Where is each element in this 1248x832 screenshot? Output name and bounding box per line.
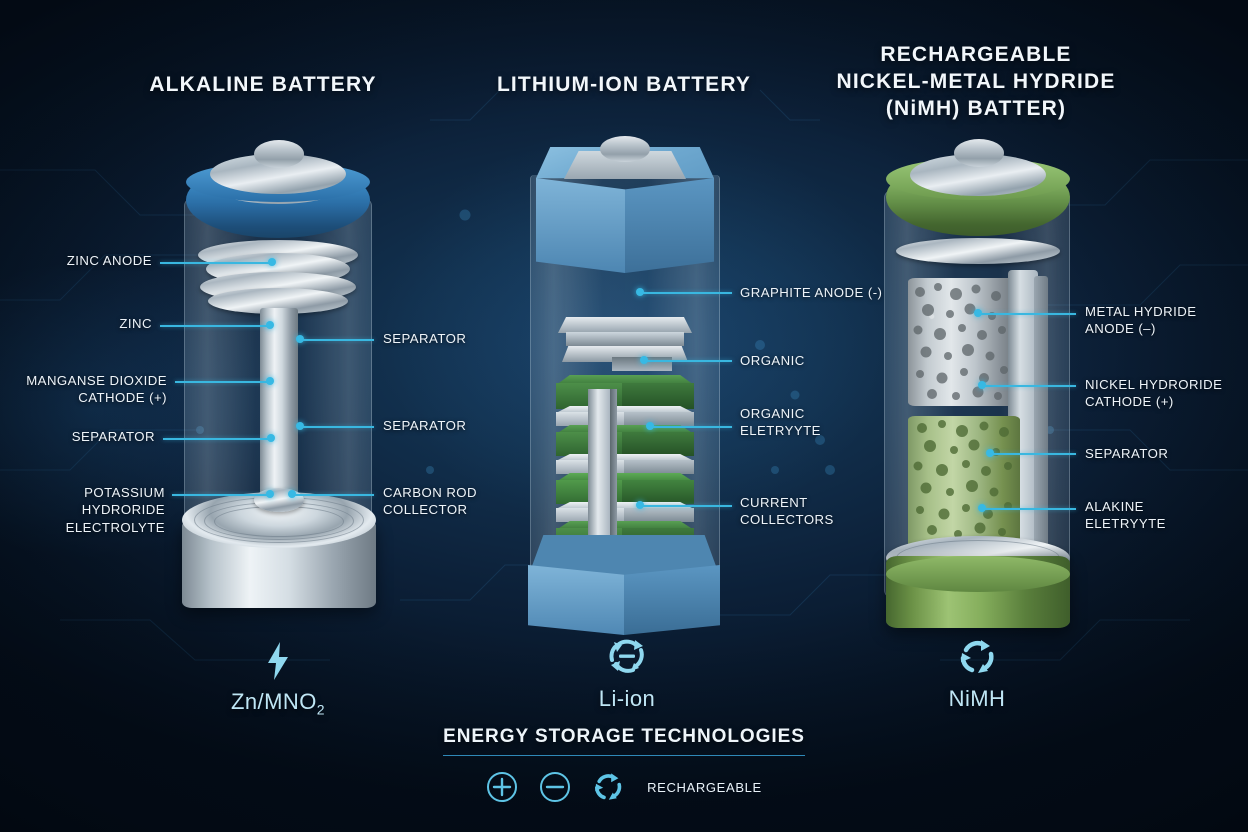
leader-alkaline-separator-left xyxy=(163,438,271,440)
leader-lithium-graphite-anode xyxy=(640,292,732,294)
recycle-icon-legend xyxy=(595,773,622,800)
column-title-lithium: LITHIUM-ION BATTERY xyxy=(496,73,752,96)
chem-label-lithium: Li-ion xyxy=(598,686,656,711)
leader-dot-lithium-current-collectors xyxy=(636,501,644,509)
legend: RECHARGEABLE xyxy=(0,771,1248,803)
column-title-nimh: RECHARGEABLE NICKEL-METAL HYDRIDE (NiMH)… xyxy=(836,43,1116,120)
leader-alkaline-separator-right-2 xyxy=(300,426,374,428)
legend-rechargeable-label: RECHARGEABLE xyxy=(647,779,762,795)
leader-lithium-organic xyxy=(644,360,732,362)
leader-alkaline-zinc xyxy=(160,325,270,327)
leader-dot-lithium-organic xyxy=(640,356,648,364)
label-alkaline-manganese-dioxide-cathode: MANGANSE DIOXIDE CATHODE (+) xyxy=(26,373,167,406)
leader-alkaline-zinc-anode xyxy=(160,262,272,264)
recycle-minus-icon xyxy=(527,637,727,677)
nimh-separator-rod-shadow xyxy=(1034,276,1048,548)
label-nimh-nickel-hydroride-cathode: NICKEL HYDRORIDE CATHODE (+) xyxy=(1085,377,1223,410)
chem-badge-lithium: Li-ion xyxy=(527,637,727,712)
lithium-slab-green-2 xyxy=(550,425,700,456)
leader-dot-nimh-separator xyxy=(986,449,994,457)
lithium-base-face-left xyxy=(528,565,624,635)
leader-alkaline-separator-right-1 xyxy=(300,339,374,341)
leader-lithium-current-collectors xyxy=(640,505,732,507)
label-alkaline-zinc: ZINC xyxy=(119,316,152,331)
nimh-battery-illustration xyxy=(866,138,1086,628)
leader-nimh-separator xyxy=(990,453,1076,455)
label-alkaline-separator-right-2: SEPARATOR xyxy=(383,418,467,433)
lithium-positive-terminal xyxy=(600,136,650,162)
leader-dot-nimh-alkaline-electrolyte xyxy=(978,504,986,512)
alkaline-battery-illustration xyxy=(168,140,388,630)
leader-dot-lithium-graphite-anode xyxy=(636,288,644,296)
lithium-slab-green-1 xyxy=(550,375,700,409)
leader-dot-lithium-organic-electrolyte xyxy=(646,422,654,430)
lithium-base-face-right xyxy=(624,565,720,635)
label-alkaline-potassium-hydroride-electrolyte: POTASSIUM HYDRORIDE ELECTROLYTE xyxy=(65,485,165,535)
leader-dot-alkaline-mno2 xyxy=(266,377,274,385)
label-lithium-current-collectors: CURRENT COLLECTORS xyxy=(740,495,834,528)
label-lithium-graphite-anode: GRAPHITE ANODE (-) xyxy=(740,285,883,300)
lightning-bolt-glyph xyxy=(268,642,288,680)
lithium-connector-plate-2 xyxy=(566,332,684,346)
label-nimh-metal-hydride-anode: METAL HYDRIDE ANODE (–) xyxy=(1085,304,1197,337)
column-title-alkaline: ALKALINE BATTERY xyxy=(149,73,377,96)
recycle-glyph xyxy=(960,640,994,673)
recycle-minus-glyph xyxy=(609,639,644,673)
leader-alkaline-electrolyte xyxy=(172,494,270,496)
alkaline-rod-foot xyxy=(254,488,304,512)
chem-badge-alkaline: Zn/MNO2 xyxy=(178,640,378,717)
leader-dot-alkaline-separator-right-1 xyxy=(296,335,304,343)
nimh-seal-disc xyxy=(896,238,1060,264)
chem-subscript-alkaline: 2 xyxy=(316,701,325,718)
label-nimh-alkaline-electrolyte: ALAKINE ELETRYYTE xyxy=(1085,499,1166,532)
chem-label-alkaline: Zn/MNO2 xyxy=(178,689,378,717)
label-nimh-separator: SEPARATOR xyxy=(1085,446,1169,461)
leader-nimh-alkaline-electrolyte xyxy=(982,508,1076,510)
alkaline-terminal-nub xyxy=(254,140,304,168)
plus-circle-icon xyxy=(487,772,518,802)
label-alkaline-carbon-rod-collector: CARBON ROD COLLECTOR xyxy=(383,485,478,518)
lithium-battery-illustration xyxy=(522,135,732,635)
nimh-metal-hydride-foam xyxy=(908,278,1016,406)
label-lithium-organic: ORGANIC xyxy=(740,353,805,368)
leader-alkaline-carbon-rod xyxy=(292,494,374,496)
lithium-slab-green-3 xyxy=(550,473,700,504)
leader-nimh-nickel-hydroride xyxy=(982,385,1076,387)
label-alkaline-separator-left: SEPARATOR xyxy=(71,429,155,444)
lithium-cap-face-right xyxy=(625,178,714,273)
chem-label-nimh: NiMH xyxy=(948,686,1006,711)
leader-dot-alkaline-separator-right-2 xyxy=(296,422,304,430)
lithium-connector-plate-1 xyxy=(558,317,692,333)
chem-symbol-alkaline: Zn/MNO xyxy=(231,689,317,714)
label-alkaline-separator-right-1: SEPARATOR xyxy=(383,331,467,346)
nimh-foam-texture-grey xyxy=(913,283,1008,400)
label-alkaline-zinc-anode: ZINC ANODE xyxy=(66,253,152,268)
lithium-slab-silver-2 xyxy=(548,454,702,474)
leader-dot-alkaline-carbon-rod xyxy=(288,490,296,498)
leader-dot-alkaline-electrolyte xyxy=(266,490,274,498)
lithium-current-tab xyxy=(588,389,610,565)
leader-nimh-metal-hydride xyxy=(978,313,1076,315)
lithium-cap-face-left xyxy=(536,178,625,273)
lightning-bolt-icon xyxy=(178,640,378,680)
leader-alkaline-mno2 xyxy=(175,381,270,383)
leader-dot-alkaline-zinc-anode xyxy=(268,258,276,266)
nimh-base-top-face xyxy=(886,556,1070,592)
leader-lithium-organic-electrolyte xyxy=(650,426,732,428)
minus-circle-icon xyxy=(540,772,571,802)
leader-dot-alkaline-separator-left xyxy=(267,434,275,442)
chem-badge-nimh: NiMH xyxy=(877,637,1077,712)
footer-title: ENERGY STORAGE TECHNOLOGIES xyxy=(443,726,805,756)
nimh-positive-terminal xyxy=(954,139,1004,167)
alkaline-carbon-rod xyxy=(260,308,298,508)
lithium-slab-silver-1 xyxy=(548,406,702,426)
footer: ENERGY STORAGE TECHNOLOGIES xyxy=(0,726,1248,803)
leader-dot-nimh-metal-hydride xyxy=(974,309,982,317)
leader-dot-alkaline-zinc xyxy=(266,321,274,329)
lithium-current-tab-shadow xyxy=(610,389,617,565)
nimh-foam-texture-green xyxy=(913,420,1012,559)
recycle-icon xyxy=(877,637,1077,677)
leader-dot-nimh-nickel-hydroride xyxy=(978,381,986,389)
label-lithium-organic-electrolyte: ORGANIC ELETRYYTE xyxy=(740,406,821,439)
